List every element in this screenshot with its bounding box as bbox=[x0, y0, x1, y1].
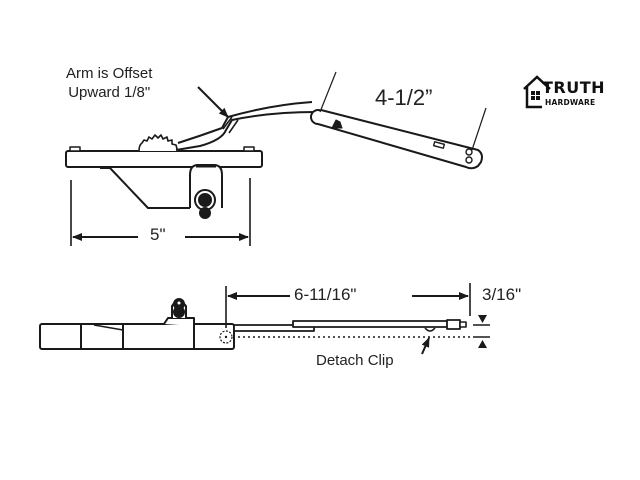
arm-extension-dimension: 6-11/16" bbox=[294, 285, 357, 304]
offset-arrow-down-icon bbox=[478, 315, 487, 323]
drive-boss bbox=[189, 164, 223, 219]
side-stud bbox=[171, 298, 187, 318]
side-lower-arm bbox=[233, 324, 315, 332]
gear bbox=[138, 134, 180, 152]
brand-subtitle: HARDWARE bbox=[545, 98, 596, 107]
base-plate bbox=[65, 146, 263, 209]
side-arm-tip bbox=[446, 319, 461, 330]
offset-callout-arrow bbox=[197, 86, 229, 118]
top-view bbox=[65, 71, 487, 246]
detach-clip-shape bbox=[424, 327, 436, 332]
side-base bbox=[39, 323, 235, 350]
arm-length-dimension: 4-1/2” bbox=[375, 85, 433, 110]
arm-length-leader-right bbox=[471, 107, 487, 151]
truth-hardware-logo: TRUTH HARDWARE bbox=[522, 74, 618, 114]
side-view bbox=[39, 283, 490, 355]
offset-height-dimension: 3/16" bbox=[482, 285, 522, 304]
arm-length-leader-left bbox=[319, 71, 337, 113]
house-icon bbox=[523, 75, 551, 109]
side-upper-arm bbox=[292, 320, 449, 328]
offset-callout-line2: Upward 1/8" bbox=[68, 83, 151, 101]
side-gear bbox=[219, 330, 233, 344]
brand-name: TRUTH bbox=[542, 78, 606, 97]
offset-arrow-up-icon bbox=[478, 340, 487, 348]
base-width-dimension: 5" bbox=[150, 225, 166, 244]
offset-callout-line1: Arm is Offset bbox=[66, 65, 153, 82]
operator-arm bbox=[175, 101, 483, 170]
detach-clip-label: Detach Clip bbox=[316, 352, 394, 369]
detach-clip-arrow bbox=[421, 337, 430, 355]
offset-callout: Arm is Offset Upward 1/8" bbox=[66, 65, 153, 101]
